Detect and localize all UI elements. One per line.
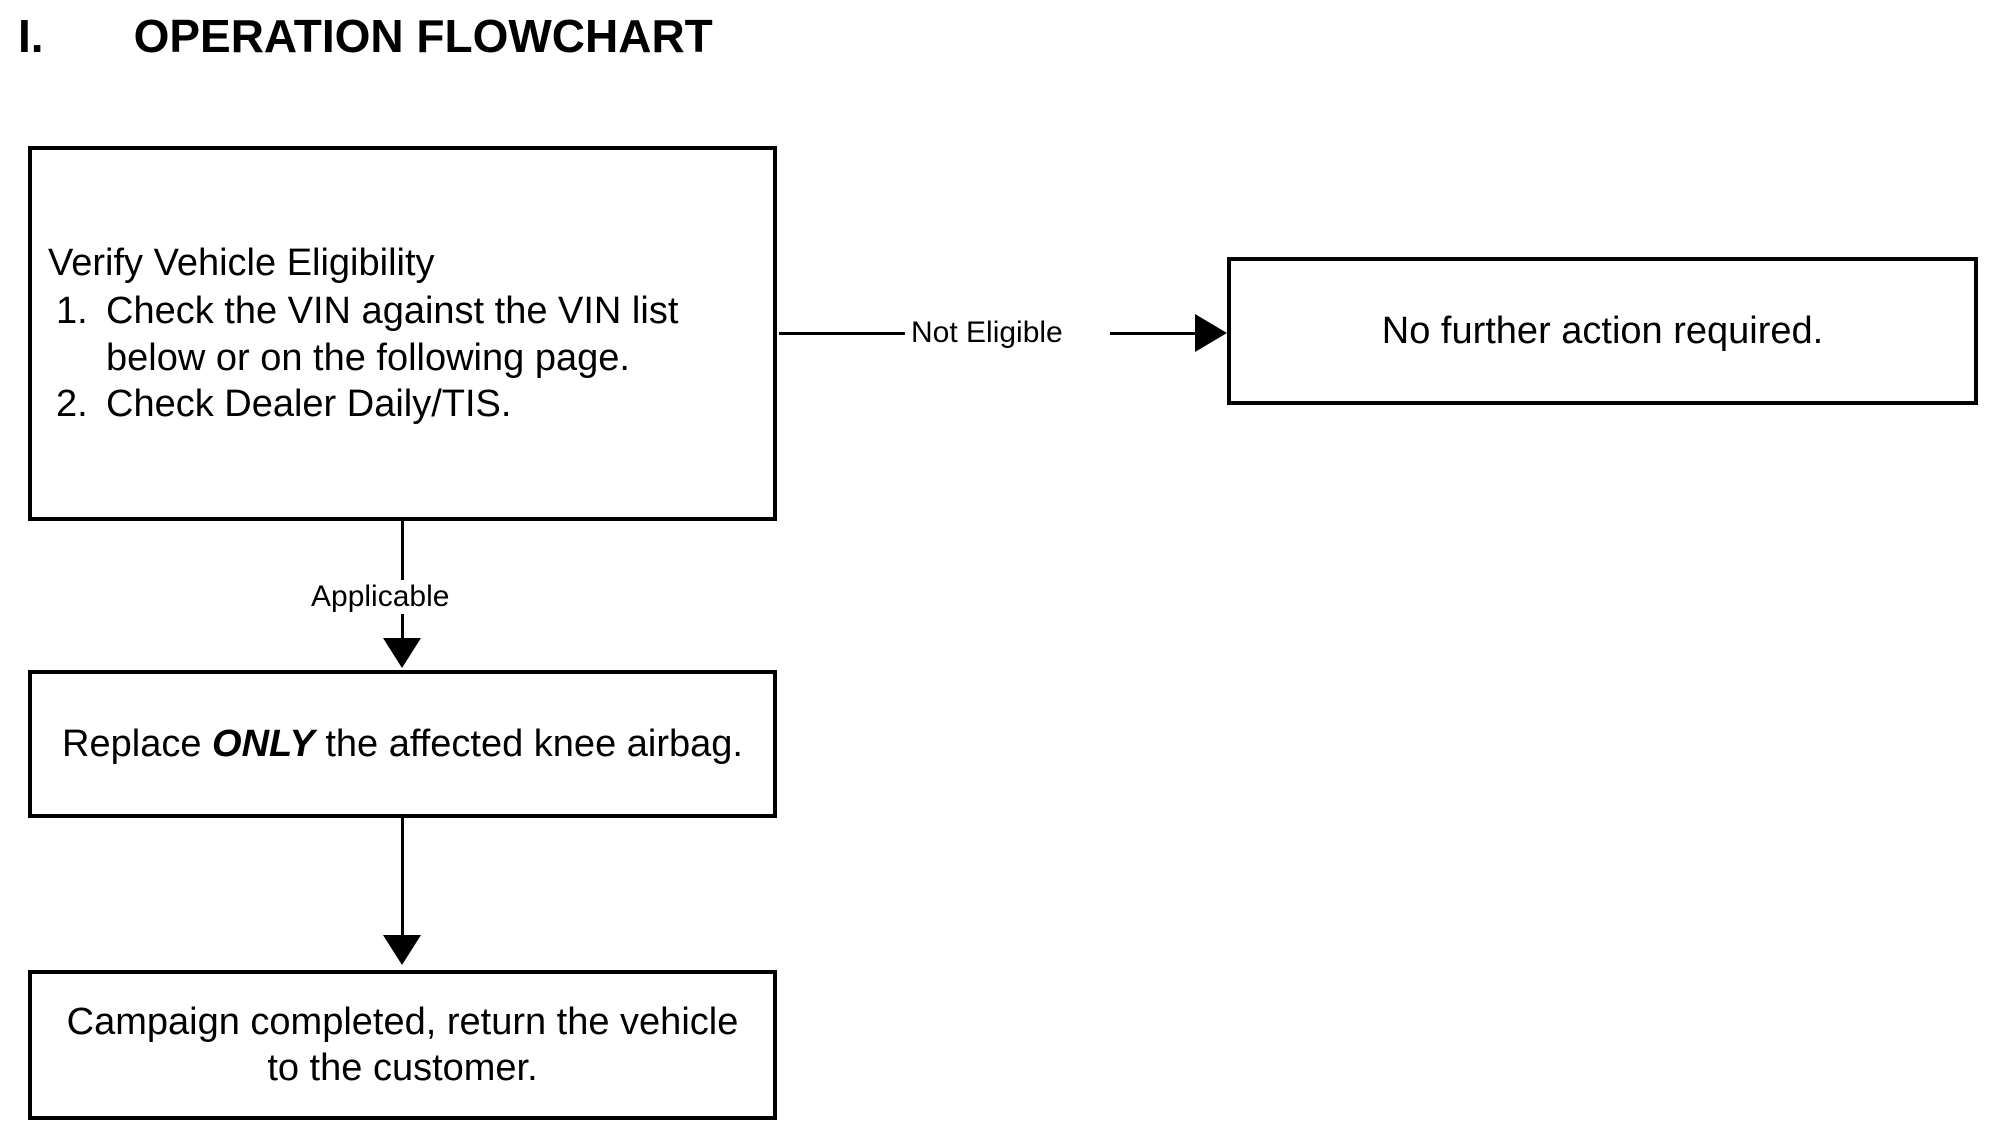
step-marker-1: 1.: [56, 290, 88, 333]
step-text-1: Check the VIN against the VIN list below…: [106, 290, 679, 379]
node-campaign-completed-text: Campaign completed, return the vehicle t…: [66, 1000, 739, 1089]
node-verify-step-list: 1. Check the VIN against the VIN list be…: [48, 288, 757, 427]
node-replace-knee-airbag[interactable]: Replace ONLY the affected knee airbag.: [28, 670, 777, 818]
page-title-numeral: I.: [18, 10, 44, 62]
edge-not-eligible-line-left: [779, 332, 905, 335]
edge-applicable-line-top: [401, 521, 404, 580]
edge-applicable-line-bottom: [401, 614, 404, 640]
node-replace-text-after: the affected knee airbag.: [314, 722, 743, 765]
arrow-down-icon: [383, 935, 421, 965]
node-replace-emphasis: ONLY: [212, 722, 315, 765]
arrow-down-icon: [383, 638, 421, 668]
node-no-further-action-text: No further action required.: [1381, 309, 1824, 352]
page-title: I. OPERATION FLOWCHART: [18, 8, 713, 64]
arrow-right-icon: [1195, 314, 1227, 352]
step-marker-2: 2.: [56, 382, 88, 425]
node-replace-text: Replace ONLY the affected knee airbag.: [58, 721, 747, 767]
page-title-text: OPERATION FLOWCHART: [133, 10, 713, 62]
node-verify-step-1: 1. Check the VIN against the VIN list be…: [48, 288, 757, 381]
node-replace-text-before: Replace: [62, 722, 213, 765]
step-text-2: Check Dealer Daily/TIS.: [106, 382, 512, 425]
node-no-further-action[interactable]: No further action required.: [1227, 257, 1978, 405]
node-campaign-completed[interactable]: Campaign completed, return the vehicle t…: [28, 970, 777, 1120]
edge-label-applicable: Applicable: [305, 580, 456, 614]
edge-not-eligible-line-right: [1110, 332, 1195, 335]
edge-to-complete-line: [401, 818, 404, 935]
edge-label-not-eligible: Not Eligible: [905, 316, 1069, 350]
node-verify-title: Verify Vehicle Eligibility: [48, 241, 435, 284]
node-verify-step-2: 2. Check Dealer Daily/TIS.: [48, 381, 757, 427]
node-verify-vehicle-eligibility[interactable]: Verify Vehicle Eligibility 1. Check the …: [28, 146, 777, 521]
